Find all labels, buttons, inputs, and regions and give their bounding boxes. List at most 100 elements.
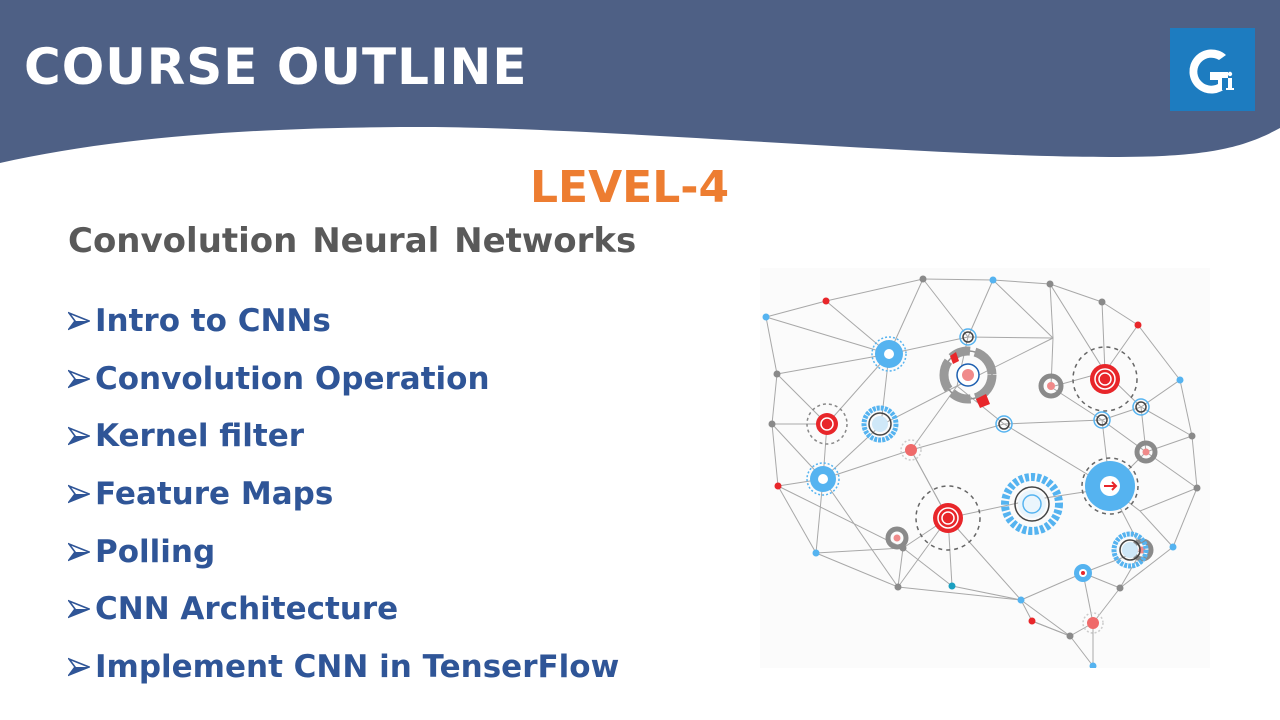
- topic-item: CNN Architecture: [68, 580, 619, 638]
- network-hub-segment: [950, 352, 959, 364]
- network-hub-ring: [1135, 401, 1147, 413]
- network-hub: [1087, 617, 1099, 629]
- topic-item: Kernel filter: [68, 407, 619, 465]
- network-edge: [1003, 419, 1103, 425]
- network-edge: [1172, 487, 1198, 548]
- arrowhead-bullet-icon: [68, 484, 90, 504]
- arrowhead-bullet-icon: [68, 369, 90, 388]
- arrowhead-bullet-icon: [68, 600, 90, 619]
- network-edge: [897, 547, 904, 588]
- network-hub-ring: [939, 346, 997, 404]
- topic-label: Convolution Operation: [95, 360, 490, 397]
- network-hub-ring: [1132, 398, 1150, 416]
- network-edge: [776, 373, 828, 425]
- course-title: Convolution Neural Networks: [68, 221, 637, 261]
- network-node: [1134, 321, 1142, 329]
- network-node: [919, 275, 927, 283]
- network-hub: [905, 444, 917, 456]
- network-hub-core: [818, 474, 828, 484]
- brain-network-illustration-icon: [760, 268, 1210, 668]
- network-edge: [1140, 406, 1193, 437]
- network-hub-ring: [1038, 373, 1064, 399]
- network-edge: [1101, 301, 1139, 326]
- network-hub-ring: [959, 328, 977, 346]
- network-edge: [1140, 379, 1181, 408]
- network-node: [894, 583, 902, 591]
- network-hub-core: [1142, 448, 1150, 456]
- network-edge: [1119, 546, 1174, 589]
- network-hub-ring: [1001, 473, 1063, 535]
- network-edge: [910, 385, 958, 451]
- network-edge: [815, 547, 904, 554]
- header-banner: [0, 0, 1280, 163]
- network-hub-ring: [1096, 414, 1108, 426]
- network-edge: [771, 423, 779, 487]
- network-node: [1169, 543, 1177, 551]
- header-wave-shape: [0, 0, 1280, 163]
- network-edge: [992, 279, 1051, 285]
- topic-item: Convolution Operation: [68, 350, 619, 408]
- network-node: [989, 276, 997, 284]
- network-hub-ring: [995, 415, 1013, 433]
- network-edge: [1069, 635, 1094, 667]
- network-edge: [765, 316, 890, 355]
- network-hub-ring: [820, 417, 834, 431]
- network-edge: [1137, 324, 1181, 381]
- network-edge: [777, 485, 817, 554]
- network-hub-ring: [1072, 346, 1138, 412]
- network-hub-ring: [806, 462, 840, 496]
- network-hub-core: [1018, 490, 1046, 518]
- network-hub-core: [1081, 571, 1085, 575]
- network-edge: [1179, 379, 1193, 437]
- network-hub-ring: [1093, 411, 1111, 429]
- network-edge: [765, 316, 778, 375]
- network-hub-ring: [861, 405, 899, 443]
- brain-network-svg: [762, 275, 1201, 668]
- network-node: [762, 313, 770, 321]
- network-edge: [822, 478, 899, 588]
- topic-label: Polling: [95, 533, 216, 570]
- network-hub-ring: [1014, 486, 1050, 522]
- network-hub-ring: [900, 439, 922, 461]
- network-node: [774, 482, 782, 490]
- network-hub-ring: [962, 331, 974, 343]
- arrow-right-icon: [1104, 481, 1118, 491]
- network-edge: [922, 278, 969, 338]
- network-node: [812, 549, 820, 557]
- page-title: COURSE OUTLINE: [24, 38, 528, 96]
- network-node: [1188, 432, 1196, 440]
- network-edge: [897, 586, 1022, 601]
- network-edge: [1049, 283, 1103, 303]
- network-hub-ring: [871, 336, 907, 372]
- network-hub-core: [1122, 542, 1138, 558]
- network-edge: [825, 278, 924, 302]
- network-edge: [951, 585, 1022, 601]
- network-hub-ring: [1081, 457, 1139, 515]
- network-hub-segment: [976, 394, 990, 408]
- topic-item: Implement CNN in TenserFlow: [68, 638, 619, 696]
- network-node: [768, 420, 776, 428]
- network-edge: [815, 552, 899, 588]
- network-node: [822, 297, 830, 305]
- network-node: [1098, 298, 1106, 306]
- network-edge: [822, 424, 882, 480]
- network-edge: [777, 485, 904, 549]
- topic-label: Feature Maps: [95, 475, 334, 512]
- network-hub-ring: [915, 485, 981, 551]
- topic-label: Implement CNN in TenserFlow: [95, 648, 620, 685]
- network-hub-ring: [1094, 368, 1116, 390]
- network-edge: [880, 385, 958, 426]
- network-hub: [816, 413, 838, 435]
- network-hub-ring: [1082, 612, 1104, 634]
- network-hub-ring: [956, 363, 980, 387]
- network-edge: [1031, 620, 1071, 637]
- topic-label: Kernel filter: [95, 418, 305, 455]
- network-hub-ring: [868, 412, 892, 436]
- network-edge: [776, 353, 890, 375]
- network-hub-ring: [806, 403, 848, 445]
- network-edge: [1049, 283, 1106, 373]
- topic-item: Intro to CNNs: [68, 292, 619, 350]
- network-hub-ring: [937, 507, 959, 529]
- network-hub-core: [884, 349, 894, 359]
- network-edge: [992, 279, 1054, 339]
